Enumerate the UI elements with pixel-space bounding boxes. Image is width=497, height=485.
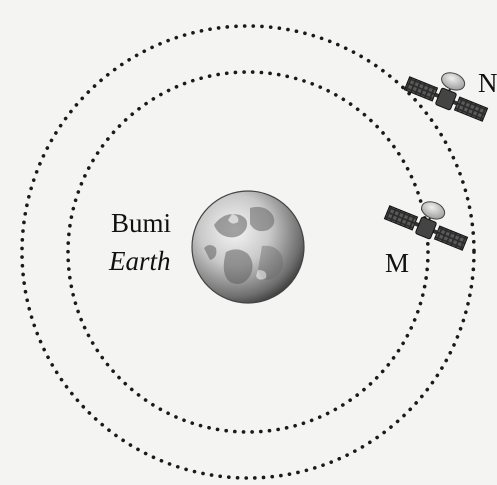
- earth-globe: [192, 191, 304, 303]
- satellite-n-label: N: [478, 68, 497, 98]
- satellite-m-label: M: [385, 248, 409, 278]
- satellite-m-icon: [384, 187, 475, 252]
- earth-label-en: Earth: [108, 246, 171, 276]
- earth-label-ms: Bumi: [111, 208, 171, 238]
